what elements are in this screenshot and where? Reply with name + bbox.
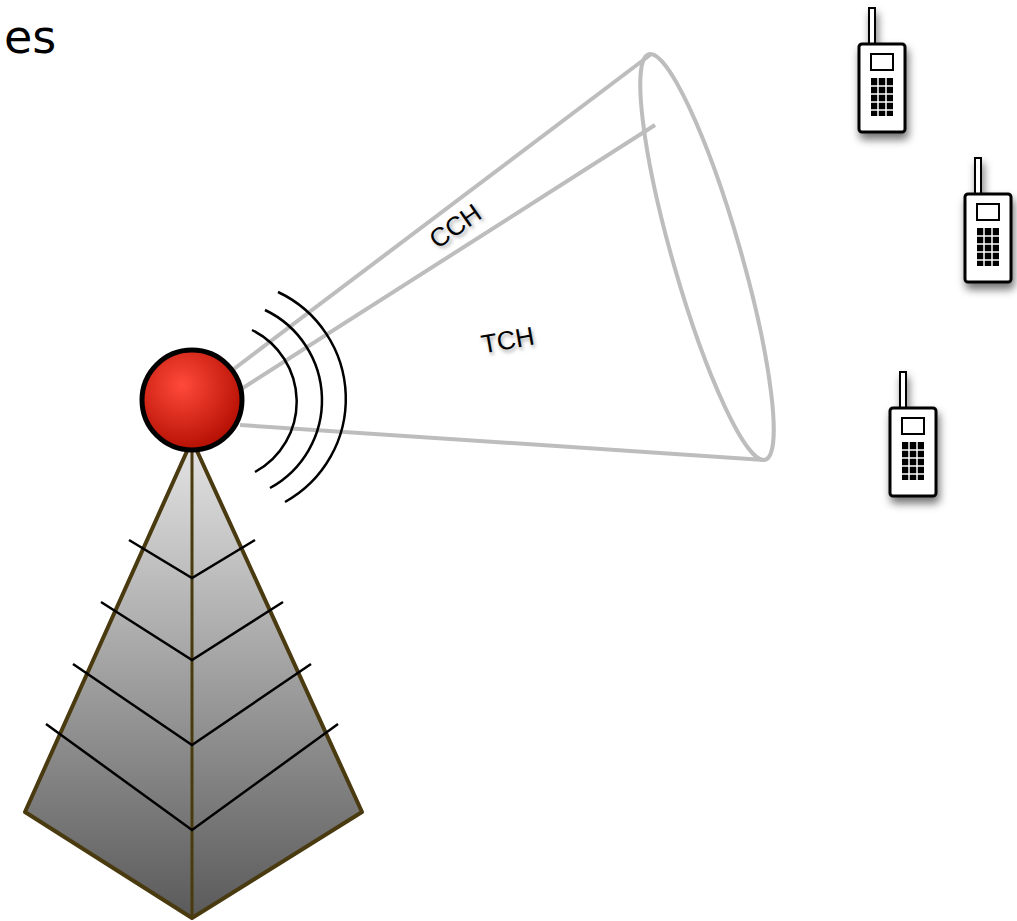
- tower-body: [25, 440, 362, 918]
- slide-title: es: [4, 14, 56, 60]
- antenna-ball: [142, 350, 242, 450]
- radio-waves: [252, 292, 346, 502]
- beam-cone: [222, 45, 798, 469]
- phone-icon: [859, 8, 905, 132]
- phone-icon: [965, 158, 1011, 282]
- channel-label: CCH: [424, 199, 485, 253]
- phone-icon: [890, 372, 936, 496]
- channel-label: TCH: [479, 323, 536, 358]
